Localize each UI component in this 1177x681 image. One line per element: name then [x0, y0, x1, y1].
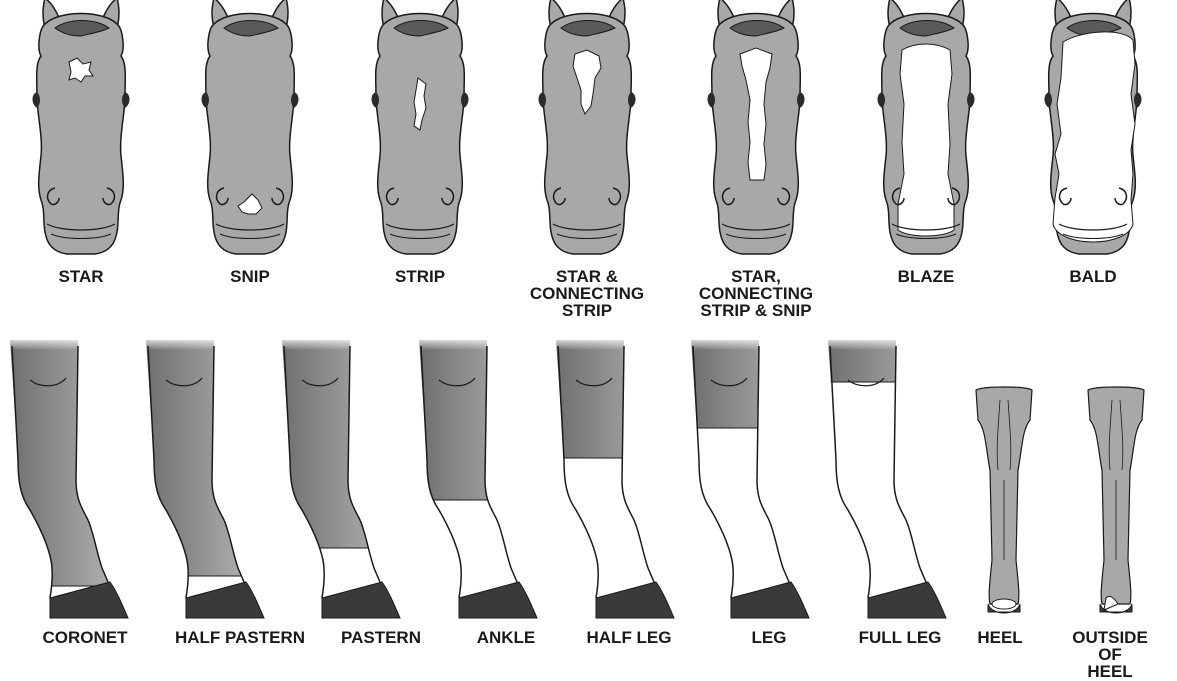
label-full-leg: FULL LEG — [859, 629, 942, 646]
leg-fade — [142, 336, 222, 350]
leg-coronet — [0, 336, 140, 620]
label-strip: STRIP — [395, 268, 445, 285]
leg-leg — [681, 336, 821, 620]
label-half-pastern: HALF PASTERN — [175, 629, 305, 646]
leg-full-leg — [818, 336, 958, 620]
label-star-connecting-strip: STAR & CONNECTING STRIP — [530, 268, 644, 319]
marking-heel — [992, 599, 1016, 609]
label-star-connecting-strip-snip: STAR, CONNECTING STRIP & SNIP — [699, 268, 813, 319]
head-star — [33, 0, 130, 254]
label-blaze: BLAZE — [898, 268, 955, 285]
leg-half-pastern — [136, 336, 276, 620]
head-outline — [376, 14, 465, 255]
label-snip: SNIP — [230, 268, 270, 285]
label-pastern: PASTERN — [341, 629, 421, 646]
marking-full-leg — [818, 382, 958, 620]
head-blaze — [878, 0, 975, 254]
label-heel: HEEL — [977, 629, 1022, 646]
label-outside-of-heel: OUTSIDE OF HEEL — [1072, 629, 1148, 680]
horse-markings-diagram — [0, 0, 1177, 667]
head-outline — [206, 14, 295, 255]
marking-blaze — [898, 44, 954, 236]
rear-leg-heel — [976, 387, 1032, 613]
leg-ankle — [409, 336, 549, 620]
label-coronet: CORONET — [43, 629, 128, 646]
rear-leg-outside-of-heel — [1088, 387, 1144, 613]
head-outline — [37, 14, 126, 255]
label-bald: BALD — [1069, 268, 1116, 285]
label-leg: LEG — [752, 629, 787, 646]
leg-fade — [687, 336, 767, 350]
head-strip — [372, 0, 469, 254]
leg-half-leg — [546, 336, 686, 620]
leg-pastern — [272, 336, 412, 620]
label-ankle: ANKLE — [477, 629, 536, 646]
marking-leg — [681, 428, 821, 620]
leg-fade — [552, 336, 632, 350]
leg-fade — [6, 336, 86, 350]
marking-bald — [1053, 32, 1135, 242]
leg-fade — [824, 336, 904, 350]
head-star-connecting-strip-snip — [708, 0, 805, 254]
label-star: STAR — [58, 268, 103, 285]
leg-fade — [278, 336, 358, 350]
label-half-leg: HALF LEG — [587, 629, 672, 646]
head-bald — [1045, 0, 1142, 254]
leg-fade — [415, 336, 495, 350]
head-star-connecting-strip — [539, 0, 636, 254]
head-snip — [202, 0, 299, 254]
